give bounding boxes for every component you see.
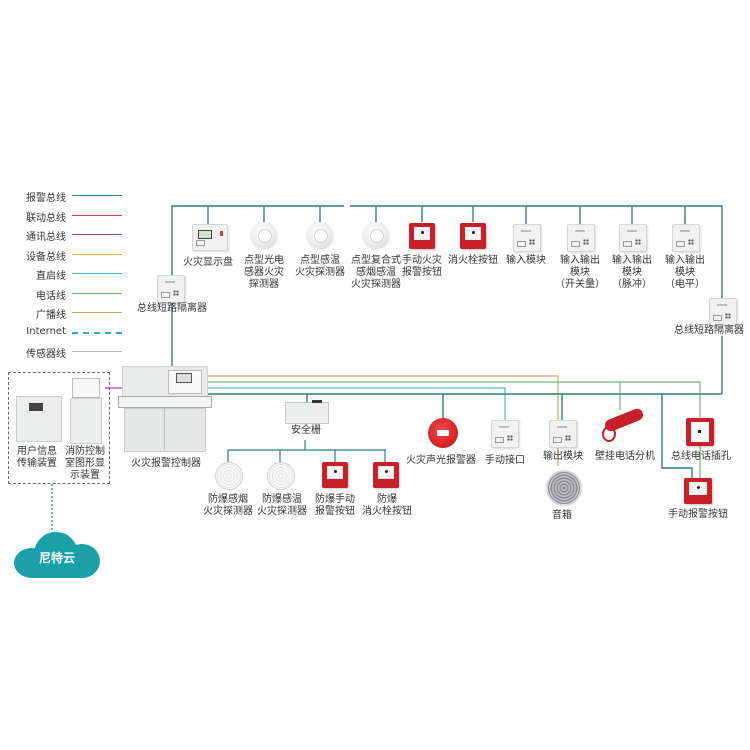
top-device-label: 手动火灾 报警按钮 bbox=[402, 255, 442, 278]
barrier-bus bbox=[227, 440, 386, 462]
legend-label: 设备总线 bbox=[26, 251, 66, 263]
wall-phone bbox=[600, 406, 646, 442]
io-module bbox=[672, 224, 700, 252]
legend-swatch bbox=[72, 253, 122, 255]
barrier-label: 安全栅 bbox=[291, 425, 321, 436]
top-device-label: 火灾显示盘 bbox=[183, 257, 233, 268]
output-module-label: 输出模块 bbox=[543, 451, 583, 462]
graphic-display-label: 消防控制 室图形显 示装置 bbox=[65, 446, 105, 481]
left-bus-isolator bbox=[157, 275, 185, 303]
legend-label: 广播线 bbox=[36, 310, 66, 321]
phone-jack-label: 总线电话插孔 bbox=[671, 451, 731, 462]
safety-barrier bbox=[285, 400, 329, 424]
legend-swatch bbox=[72, 351, 122, 352]
speaker-label: 音箱 bbox=[552, 510, 572, 521]
ex-hydrant-label: 防爆 消火栓按钮 bbox=[362, 494, 412, 517]
legend-item: 传感器线 bbox=[14, 345, 124, 363]
controller-label: 火灾报警控制器 bbox=[131, 458, 201, 469]
top-device-label: 消火栓按钮 bbox=[448, 255, 498, 266]
top-device-label: 点型复合式 感烟感温 火灾探测器 bbox=[351, 255, 401, 290]
fire-alarm-controller bbox=[118, 366, 212, 452]
legend-swatch bbox=[72, 331, 122, 334]
manual-interface-label: 手动接口 bbox=[485, 455, 525, 466]
direct-line bbox=[208, 387, 506, 420]
legend-swatch bbox=[72, 312, 122, 313]
legend-label: 直启线 bbox=[36, 271, 66, 282]
legend-item: 广播线 bbox=[14, 306, 124, 324]
graphic-display-device bbox=[70, 378, 102, 444]
cloud-label: 尼特云 bbox=[38, 551, 75, 565]
legend-item: 通讯总线 bbox=[14, 228, 124, 246]
input-module bbox=[513, 224, 541, 252]
legend-swatch bbox=[72, 234, 122, 235]
ex-hydrant-button bbox=[373, 462, 399, 488]
display-panel bbox=[192, 224, 228, 251]
right-bus-isolator bbox=[709, 298, 737, 326]
right-isolator-label: 总线短路隔离器 bbox=[674, 325, 744, 336]
bus-phone-jack bbox=[686, 418, 714, 446]
manual-alarm-button bbox=[684, 478, 712, 504]
ex-manual-label: 防爆手动 报警按钮 bbox=[315, 494, 355, 517]
top-device-label: 输入输出 模块 （电平） bbox=[665, 255, 705, 290]
ex-heat-label: 防爆感温 火灾探测器 bbox=[257, 494, 307, 517]
ex-heat-detector bbox=[267, 462, 295, 490]
legend-label: 报警总线 bbox=[26, 193, 66, 204]
heat-detector bbox=[307, 222, 333, 248]
top-device-label: 输入模块 bbox=[506, 255, 546, 266]
legend-label: Internet bbox=[26, 325, 66, 337]
alarm-bus-bottom bbox=[208, 393, 722, 480]
ex-smoke-detector bbox=[215, 462, 243, 490]
left-isolator-label: 总线短路隔离器 bbox=[137, 303, 207, 314]
legend-label: 电话线 bbox=[36, 290, 66, 302]
io-module bbox=[619, 224, 647, 252]
legend-label: 联动总线 bbox=[26, 212, 66, 224]
legend-swatch bbox=[72, 273, 122, 274]
output-module bbox=[549, 420, 577, 448]
broadcast-line bbox=[208, 375, 559, 466]
legend-item: 直启线 bbox=[14, 267, 124, 285]
user-side-group bbox=[8, 372, 110, 484]
manual-call-point bbox=[409, 223, 435, 249]
top-device-label: 点型光电 感器火灾 探测器 bbox=[244, 255, 284, 290]
legend-swatch bbox=[72, 195, 122, 196]
speaker bbox=[546, 470, 582, 506]
top-device-label: 输入输出 模块 （开关量） bbox=[555, 255, 605, 290]
top-device-label: 输入输出 模块 （脉冲） bbox=[612, 255, 652, 290]
legend-item: 电话线 bbox=[14, 287, 124, 305]
legend-label: 通讯总线 bbox=[26, 232, 66, 243]
phone-line bbox=[208, 381, 701, 478]
alarm-bus-top bbox=[171, 205, 723, 394]
strobe-alarm bbox=[428, 418, 458, 448]
ex-smoke-label: 防爆感烟 火灾探测器 bbox=[203, 494, 253, 517]
smoke-detector bbox=[251, 222, 277, 248]
legend-swatch bbox=[72, 292, 122, 294]
transmission-label: 用户信息 传输装置 bbox=[17, 446, 57, 469]
combo-detector bbox=[363, 222, 389, 248]
ex-manual-call-point bbox=[322, 462, 348, 488]
legend-item: 设备总线 bbox=[14, 248, 124, 266]
legend-swatch bbox=[72, 214, 122, 216]
io-module bbox=[567, 224, 595, 252]
manual-alarm-label: 手动报警按钮 bbox=[668, 509, 728, 520]
wall-phone-label: 壁挂电话分机 bbox=[595, 451, 655, 462]
legend-item: 联动总线 bbox=[14, 209, 124, 227]
hydrant-button bbox=[460, 223, 486, 249]
strobe-label: 火灾声光报警器 bbox=[406, 455, 476, 466]
manual-interface bbox=[491, 420, 519, 448]
top-device-label: 点型感温 火灾探测器 bbox=[295, 255, 345, 278]
nite-cloud[interactable]: 尼特云 bbox=[14, 532, 100, 578]
legend-label: 传感器线 bbox=[26, 349, 66, 360]
legend-item: 报警总线 bbox=[14, 189, 124, 207]
legend-item: Internet bbox=[14, 326, 124, 344]
user-transmission-device bbox=[16, 396, 62, 442]
